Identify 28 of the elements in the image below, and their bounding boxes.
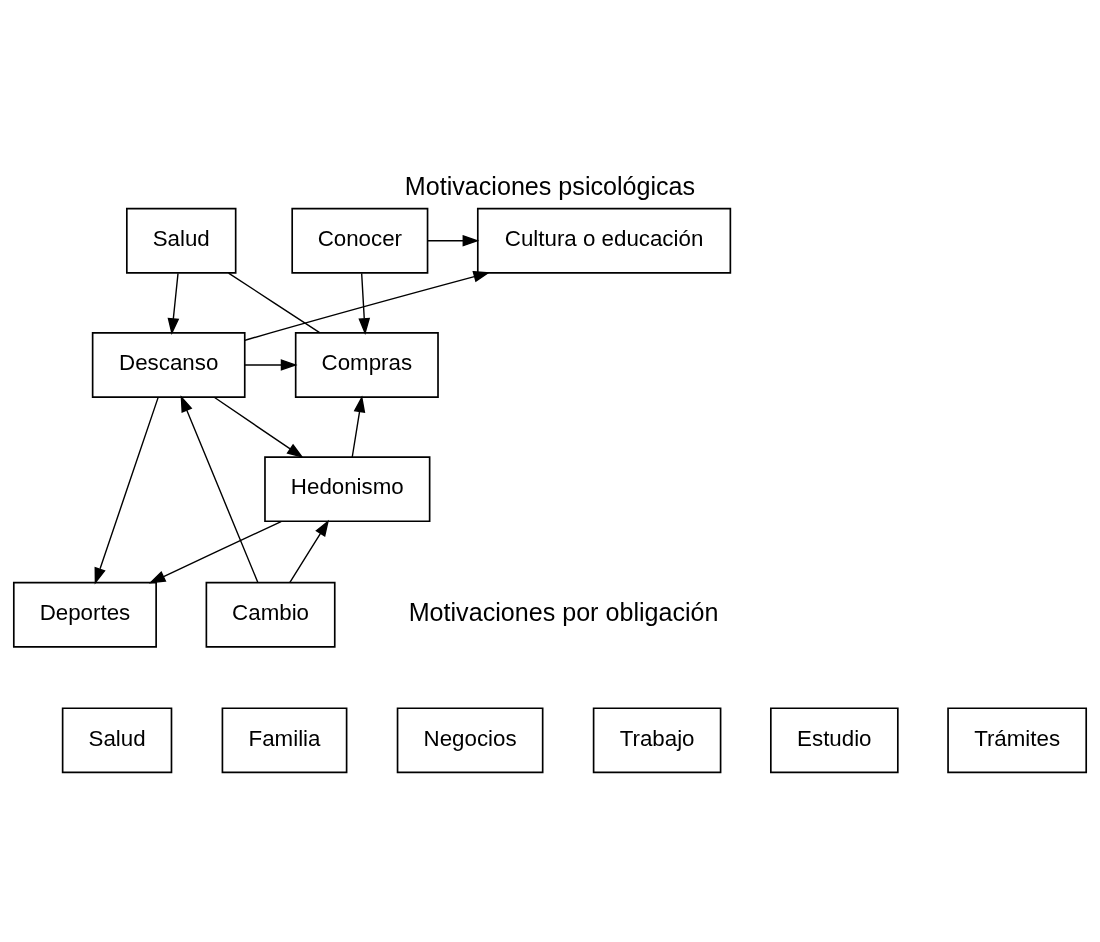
node-box: Salud: [126, 207, 237, 274]
connector: [227, 272, 321, 334]
node-box: Cultura o educación: [476, 207, 732, 274]
node-box: Compras: [294, 332, 439, 398]
diagram-title: Motivaciones psicológicas: [404, 172, 696, 201]
arrow: [94, 396, 159, 585]
arrow: [213, 396, 304, 459]
arrow: [244, 359, 298, 371]
node-box: Conocer: [291, 207, 429, 274]
arrow: [180, 395, 259, 584]
node-box: Familia: [221, 707, 348, 774]
arrow: [244, 271, 491, 342]
node-box: Descanso: [91, 332, 246, 398]
node-box: Salud: [61, 707, 173, 774]
arrow: [351, 395, 366, 458]
node-box: Estudio: [770, 707, 899, 774]
node-box: Negocios: [396, 707, 544, 774]
node-box: Cambio: [205, 581, 336, 648]
arrow: [358, 272, 371, 335]
arrow: [167, 272, 180, 335]
arrow: [289, 519, 330, 584]
node-box: Trabajo: [592, 707, 722, 774]
node-box: Trámites: [947, 707, 1088, 774]
node-box: Hedonismo: [264, 456, 431, 523]
arrow: [426, 234, 480, 247]
node-box: Deportes: [12, 581, 157, 648]
label: Motivaciones por obligación: [408, 597, 719, 626]
arrow: [148, 520, 282, 584]
